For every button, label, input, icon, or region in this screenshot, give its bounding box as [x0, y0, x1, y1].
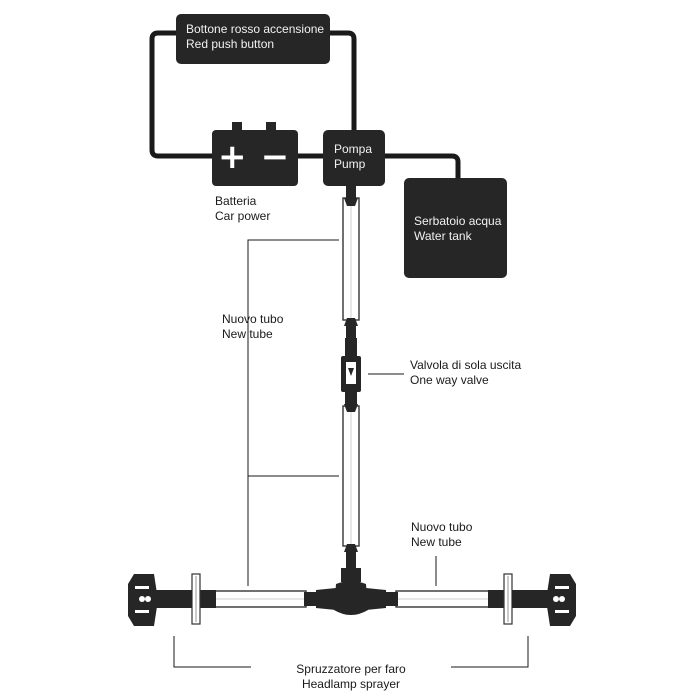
new-tube-left-label: Nuovo tubo New tube [222, 312, 283, 342]
electrical-wiring [149, 30, 461, 178]
battery-label-en: Car power [215, 209, 271, 223]
tube-connector-upper [344, 318, 358, 338]
headlamp-sprayer-left-icon [128, 573, 216, 626]
leader-new-tube-left [247, 239, 339, 586]
new-tube-left-label-en: New tube [222, 327, 273, 341]
headlamp-sprayer-label: Spruzzatore per faro Headlamp sprayer [251, 662, 451, 692]
new-tube-right-label-it: Nuovo tubo [411, 520, 473, 534]
horizontal-tubes [213, 590, 493, 608]
red-push-button-label-it: Bottone rosso accensione [186, 22, 325, 36]
one-way-valve-label-en: One way valve [410, 373, 489, 387]
one-way-valve-icon [341, 338, 361, 412]
battery-plus-symbol: + [218, 137, 247, 177]
battery-label-it: Batteria [215, 194, 257, 208]
pump-box: Pompa Pump [323, 130, 385, 186]
battery-minus-symbol: − [260, 137, 290, 177]
pump-label-en: Pump [334, 157, 366, 171]
water-tank-box: Serbatoio acqua Water tank [404, 178, 507, 278]
one-way-valve-label-it: Valvola di sola uscita [410, 358, 522, 372]
headlamp-sprayer-right-icon [488, 573, 576, 626]
pump-outlet-fitting [344, 186, 358, 206]
new-tube-right-label-en: New tube [411, 535, 462, 549]
tee-junction [304, 568, 398, 615]
headlamp-sprayer-label-en: Headlamp sprayer [301, 677, 401, 691]
red-push-button-box: Bottone rosso accensione Red push button [176, 14, 330, 64]
one-way-valve-label: Valvola di sola uscita One way valve [410, 358, 521, 388]
wire-button-to-battery [149, 30, 212, 159]
tube-connector-lower [344, 544, 358, 570]
new-tube-right-label: Nuovo tubo New tube [411, 520, 472, 550]
pump-label-it: Pompa [334, 142, 373, 156]
red-push-button-label-en: Red push button [186, 37, 275, 51]
wire-button-to-pump [330, 30, 357, 130]
hose-pump-to-tank [384, 153, 461, 178]
battery-icon [212, 122, 298, 186]
water-tank-label-en: Water tank [414, 229, 472, 243]
headlamp-sprayer-label-it: Spruzzatore per faro [296, 662, 406, 676]
water-tank-label-it: Serbatoio acqua [414, 214, 502, 228]
new-tube-left-label-it: Nuovo tubo [222, 312, 284, 326]
main-tube [342, 197, 360, 547]
battery-label: Batteria Car power [215, 194, 270, 224]
